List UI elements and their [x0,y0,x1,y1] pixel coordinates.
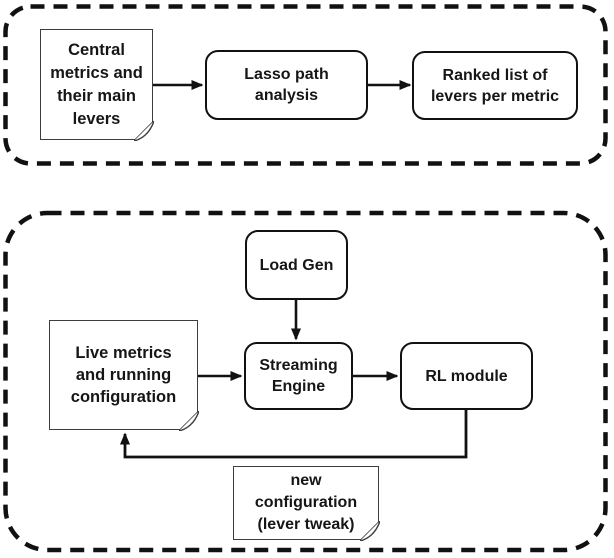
folded-corner-icon [178,410,199,431]
live-metrics-note: Live metrics and running configuration [49,320,199,431]
new-configuration-note-label: new configuration (lever tweak) [254,472,358,533]
lasso-path-analysis-label: Lasso path analysis [244,66,329,104]
load-gen-label: Load Gen [259,256,334,274]
central-metrics-note-label: Central metrics and their main levers [50,40,143,128]
folded-corner-icon [359,520,380,541]
central-metrics-note: Central metrics and their main levers [40,29,154,141]
arrow-rlmodule-feedback-to-livemetrics [120,410,468,459]
rl-module-box: RL module [400,342,533,410]
streaming-engine-box: Streaming Engine [244,342,353,410]
lasso-path-analysis-box: Lasso path analysis [205,50,368,120]
bottom-flow-container-border [3,210,608,553]
ranked-levers-label: Ranked list of levers per metric [430,66,560,105]
streaming-engine-label: Streaming Engine [259,357,338,395]
ranked-levers-box: Ranked list of levers per metric [412,51,578,120]
new-configuration-note: new configuration (lever tweak) [233,466,380,541]
load-gen-box: Load Gen [245,230,348,300]
live-metrics-note-label: Live metrics and running configuration [70,344,177,406]
rl-module-label: RL module [425,367,508,385]
folded-corner-icon [133,120,154,141]
